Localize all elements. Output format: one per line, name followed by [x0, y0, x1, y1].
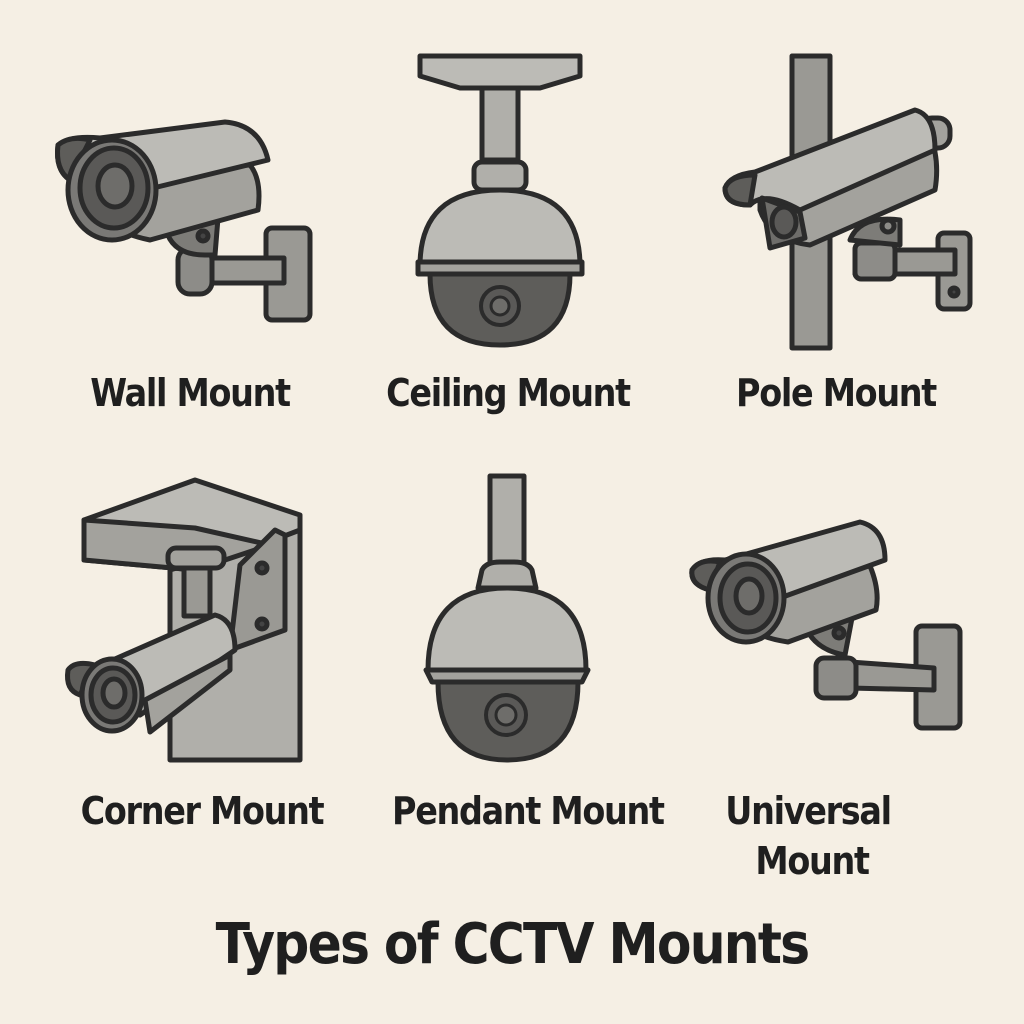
dome-camera-ceiling-plate-icon [415, 53, 585, 348]
bullet-camera-corner-bracket-icon [65, 477, 303, 763]
label-ceiling-mount: Ceiling Mount [386, 371, 631, 415]
dome-camera-pendant-icon [423, 473, 591, 763]
label-pendant-mount: Pendant Mount [392, 789, 665, 833]
label-wall-mount: Wall Mount [90, 371, 291, 415]
page-title: Types of CCTV Mounts [215, 912, 811, 977]
bullet-camera-on-pole-icon [722, 53, 973, 351]
bullet-camera-universal-bracket-icon [689, 519, 963, 731]
label-pole-mount: Pole Mount [736, 371, 937, 415]
bullet-camera-wall-bracket-icon [55, 119, 313, 323]
label-universal-mount-line1: Universal [725, 789, 892, 833]
label-corner-mount: Corner Mount [80, 789, 325, 833]
label-universal-mount-line2: Mount [755, 839, 870, 883]
